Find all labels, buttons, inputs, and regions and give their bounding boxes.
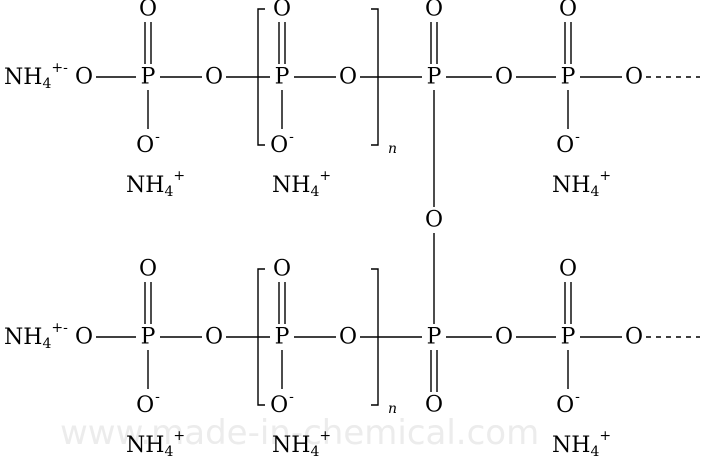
top-chain-terminal-oxygen: O [75, 65, 93, 90]
bottom-chain-phosphorus-2: P [275, 325, 290, 350]
bottom-chain-repeat-index: n [388, 401, 397, 417]
bottom-chain-anion-oxygen-1: O- [136, 389, 160, 418]
top-chain-anion-oxygen-4: O- [556, 129, 580, 158]
top-chain-bridge-oxygen-1: O [205, 65, 223, 90]
top-chain-bridge-oxygen-3: O [495, 65, 513, 90]
top-chain-ammonium-ion-2: NH4+ [272, 168, 331, 200]
top-chain-phosphorus-4: P [561, 65, 576, 90]
top-chain-oxo-oxygen-3: O [425, 0, 443, 22]
watermark: www.made-in-chemical.com [60, 413, 539, 453]
bottom-chain-phosphorus-1: P [141, 325, 156, 350]
bottom-chain-ammonium-ion-4: NH4+ [552, 428, 611, 459]
top-chain-anion-oxygen-2: O- [270, 129, 294, 158]
top-chain-phosphorus-3: P [427, 65, 442, 90]
bottom-chain-terminal-oxygen: O [75, 325, 93, 350]
bottom-chain-oxo-oxygen-1: O [139, 257, 157, 282]
top-chain-bridge-oxygen-2: O [339, 65, 357, 90]
top-chain-phosphorus-2: P [275, 65, 290, 90]
top-chain-ammonium-ion-4: NH4+ [552, 168, 611, 200]
bottom-chain-phosphorus-3: P [427, 325, 442, 350]
top-chain-terminal-ammonium-ion: NH4+- [4, 60, 68, 92]
top-chain-repeat-index: n [388, 141, 397, 157]
top-chain-bracket-open [257, 8, 265, 146]
bottom-chain-oxo-oxygen-3: O [425, 393, 443, 418]
bottom-chain-bridge-oxygen-2: O [339, 325, 357, 350]
bottom-chain-anion-oxygen-4: O- [556, 389, 580, 418]
bottom-chain-bridge-oxygen-1: O [205, 325, 223, 350]
crosslink-oxygen: O [425, 208, 443, 233]
bottom-chain-oxo-oxygen-4: O [559, 257, 577, 282]
top-chain-anion-oxygen-1: O- [136, 129, 160, 158]
bottom-chain-terminal-ammonium-ion: NH4+- [4, 320, 68, 352]
bottom-chain-ammonium-ion-2: NH4+ [272, 428, 331, 459]
bottom-chain-trailing-oxygen: O [625, 325, 643, 350]
bottom-chain-ammonium-ion-1: NH4+ [126, 428, 185, 459]
bottom-chain-anion-oxygen-2: O- [270, 389, 294, 418]
bottom-chain-oxo-oxygen-2: O [273, 257, 291, 282]
top-chain-ammonium-ion-1: NH4+ [126, 168, 185, 200]
bottom-chain-phosphorus-4: P [561, 325, 576, 350]
bottom-chain-bracket-open [257, 268, 265, 406]
bottom-chain-bridge-oxygen-3: O [495, 325, 513, 350]
top-chain-oxo-oxygen-2: O [273, 0, 291, 22]
top-chain-trailing-oxygen: O [625, 65, 643, 90]
top-chain-oxo-oxygen-1: O [139, 0, 157, 22]
top-chain-phosphorus-1: P [141, 65, 156, 90]
top-chain-oxo-oxygen-4: O [559, 0, 577, 22]
